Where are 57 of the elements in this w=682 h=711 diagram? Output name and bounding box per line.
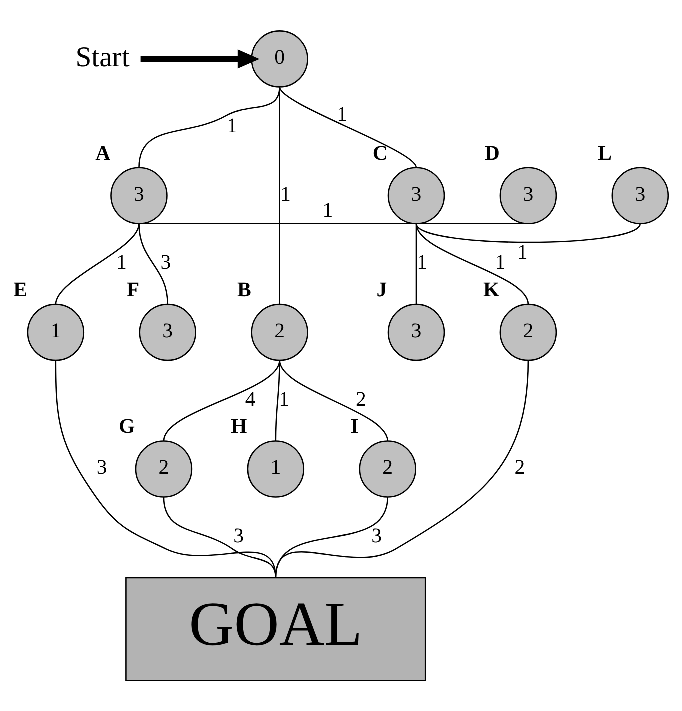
connector (275, 360, 530, 578)
connector (163, 360, 280, 441)
edge-label: 1 (280, 181, 291, 206)
edge-label: 2 (514, 454, 526, 479)
edge-label: 1 (279, 386, 290, 410)
edge-label: 1 (495, 250, 506, 274)
node-circle: 3 (388, 303, 446, 361)
node-circle: 3 (139, 303, 196, 361)
arrow (140, 49, 260, 68)
connector (416, 223, 530, 304)
node-label: A (96, 140, 111, 164)
node-circle: 2 (500, 303, 558, 361)
node-circle: 3 (110, 166, 168, 224)
edge-label: 3 (160, 250, 172, 274)
connector (416, 222, 641, 243)
node-text: Start (76, 40, 130, 73)
connector (279, 86, 280, 304)
node-circle: 2 (251, 303, 308, 361)
node-label: C (372, 140, 388, 164)
node-label: G (119, 414, 136, 438)
edge-label: 1 (116, 250, 127, 274)
node-box: GOAL (126, 576, 426, 681)
node-label: B (238, 277, 252, 302)
connector (55, 360, 277, 578)
edge-label: 2 (356, 386, 366, 410)
node-label: H (231, 414, 248, 438)
node-circle: 2 (135, 440, 193, 498)
connector (163, 496, 277, 578)
connector (279, 86, 418, 168)
node-label: I (350, 414, 359, 438)
node-circle: 3 (500, 166, 558, 224)
node-circle: 3 (612, 166, 670, 224)
edge-label: 1 (322, 198, 334, 222)
edge-label: 1 (337, 101, 348, 126)
node-label: E (14, 277, 28, 302)
node-label: L (598, 140, 612, 164)
edge-label: 1 (517, 240, 528, 264)
node-circle: 2 (359, 440, 416, 498)
node-circle: 3 (388, 166, 446, 224)
connector (275, 360, 280, 441)
edge-label: 4 (245, 386, 256, 410)
edge-label: 3 (96, 454, 108, 479)
edge-label: 3 (372, 523, 382, 548)
connector (279, 360, 388, 441)
edge-label: 1 (417, 250, 428, 274)
edge-label: 1 (227, 112, 238, 137)
node-circle: 0 (251, 30, 308, 88)
connector (138, 223, 169, 304)
node-circle: 1 (27, 303, 85, 361)
node-label: F (126, 277, 140, 302)
connector (139, 222, 528, 224)
edge-label: 3 (234, 523, 244, 548)
node-label: D (484, 140, 500, 164)
node-label: K (484, 277, 500, 302)
node-circle: 1 (247, 440, 305, 498)
connector (275, 496, 388, 578)
node-label: J (376, 277, 388, 302)
